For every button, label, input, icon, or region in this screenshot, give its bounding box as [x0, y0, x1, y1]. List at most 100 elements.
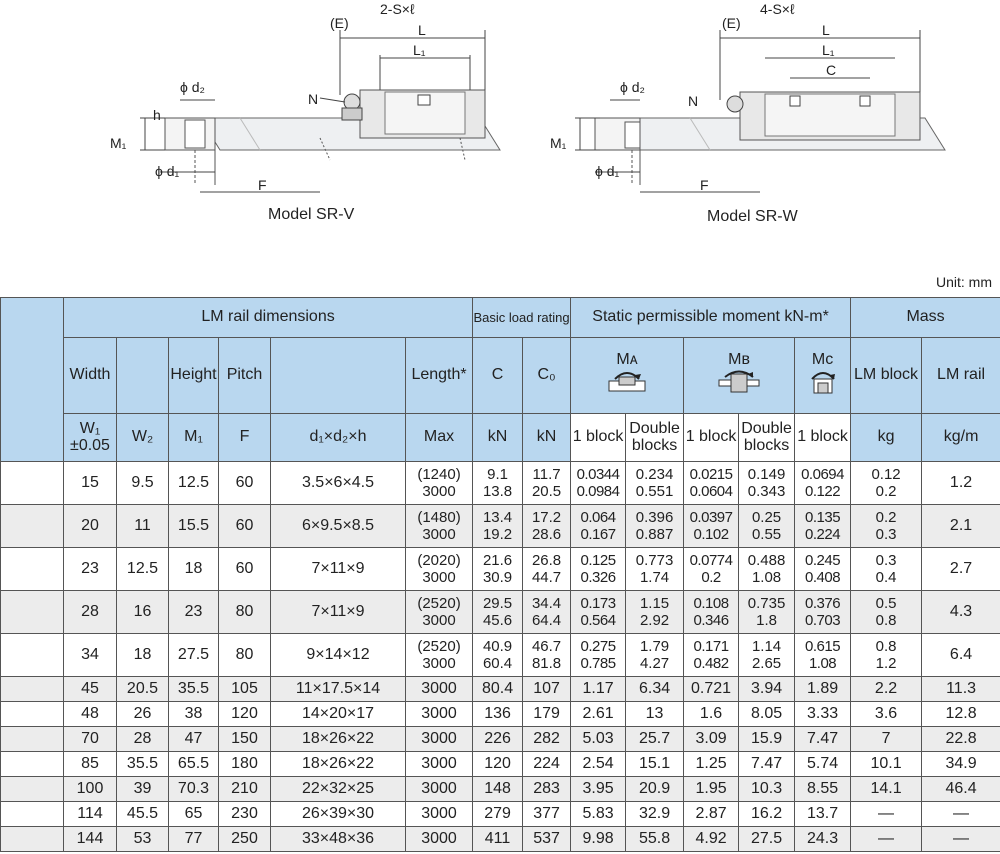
- cell-blk: —: [850, 801, 923, 827]
- cell-mb1-line: 0.0215: [689, 466, 733, 483]
- row-label-cell: [0, 751, 64, 777]
- label-m1-left: M₁: [110, 135, 127, 151]
- cell-rail: —: [921, 801, 1000, 827]
- cell-len-line: 3000: [422, 655, 456, 672]
- cell-ma1-line: 0.125: [580, 552, 617, 569]
- cell-mb2: 16.2: [738, 801, 796, 827]
- cell-f: 150: [218, 726, 271, 752]
- cell-mc-line: 0.376: [805, 595, 841, 612]
- cell-w2: 53: [116, 826, 169, 852]
- caption-sr-v: Model SR-V: [268, 206, 355, 223]
- cell-m1: 65.5: [168, 751, 219, 777]
- cell-ma2-line: 0.234: [635, 466, 674, 483]
- cell-mb1: 0.721: [683, 676, 740, 702]
- row-label-cell: [0, 801, 64, 827]
- cell-rail: 22.8: [921, 726, 1000, 752]
- cell-ma2: 55.8: [625, 826, 685, 852]
- label-s-right: 4-S×ℓ: [760, 1, 795, 17]
- cell-m1: 27.5: [168, 633, 219, 677]
- cell-rail: 12.8: [921, 701, 1000, 727]
- cell-len: 3000: [404, 801, 474, 827]
- cell-ma1-line: 0.326: [580, 569, 617, 586]
- cell-mb2-line: 0.735: [747, 595, 786, 612]
- cell-c0: 537: [522, 826, 572, 852]
- cell-ma2-line: 1.74: [639, 569, 670, 586]
- dxdxh-header: d₁×d₂×h: [270, 413, 406, 462]
- label-d2-right: ϕ d₂: [620, 79, 645, 95]
- cell-ma2-line: 0.551: [635, 483, 674, 500]
- cell-c: 120: [472, 751, 524, 777]
- cell-len: (2020)3000: [404, 547, 474, 591]
- cell-w2: 12.5: [116, 547, 169, 591]
- cell-blk-line: 0.2: [875, 483, 897, 500]
- cell-d: 14×20×17: [270, 701, 406, 727]
- row-label-cell: [0, 701, 64, 727]
- cell-c0-line: 17.2: [531, 509, 562, 526]
- cell-blk: 2.2: [850, 676, 923, 702]
- cell-w2: 11: [116, 504, 169, 548]
- cell-c0-line: 34.4: [531, 595, 562, 612]
- label-f-left: F: [258, 177, 267, 193]
- cell-m1: 18: [168, 547, 219, 591]
- lm-block-header: LM block: [850, 337, 923, 414]
- cell-f: 80: [218, 590, 271, 634]
- caption-sr-w: Model SR-W: [707, 208, 798, 225]
- mc-header: Mᴄ: [794, 337, 852, 414]
- cell-f: 105: [218, 676, 271, 702]
- row-label-cell: [0, 776, 64, 802]
- cell-c0-line: 28.6: [531, 526, 562, 543]
- cell-mc-line: 0.408: [805, 569, 841, 586]
- cell-mc-line: 0.245: [805, 552, 841, 569]
- cell-len: 3000: [404, 751, 474, 777]
- cell-c0-line: 20.5: [531, 483, 562, 500]
- cell-mb1-line: 0.171: [693, 638, 730, 655]
- cell-c0: 179: [522, 701, 572, 727]
- cell-d: 26×39×30: [270, 801, 406, 827]
- cell-w2: 16: [116, 590, 169, 634]
- model-drawings: (E) 2-S×ℓ L L₁ ϕ d₂ N h M₁ ϕ d₁ F (E): [110, 1, 946, 193]
- cell-mb2: 7.47: [738, 751, 796, 777]
- cell-m1: 38: [168, 701, 219, 727]
- cell-len: (2520)3000: [404, 590, 474, 634]
- cell-len-line: 3000: [422, 569, 456, 586]
- cell-mc: 1.89: [794, 676, 852, 702]
- cell-w2: 9.5: [116, 461, 169, 505]
- cell-m1: 15.5: [168, 504, 219, 548]
- lm-rail-header: LM rail dimensions: [62, 297, 474, 338]
- cell-m1: 35.5: [168, 676, 219, 702]
- mc-moment-icon: [810, 371, 835, 393]
- cell-mb1: 1.6: [683, 701, 740, 727]
- cell-ma1: 1.17: [570, 676, 627, 702]
- cell-mb2: 27.5: [738, 826, 796, 852]
- ma-double-blocks-header: Double blocks: [625, 413, 685, 462]
- cell-c-line: 45.6: [482, 612, 513, 629]
- cell-ma1: 9.98: [570, 826, 627, 852]
- cell-rail: —: [921, 826, 1000, 852]
- cell-c: 411: [472, 826, 524, 852]
- cell-ma1: 5.83: [570, 801, 627, 827]
- cell-len: 3000: [404, 676, 474, 702]
- label-d2-left: ϕ d₂: [180, 79, 205, 95]
- width-header: Width: [63, 337, 117, 414]
- cell-ma1: 2.61: [570, 701, 627, 727]
- cell-d: 3.5×6×4.5: [270, 461, 406, 505]
- cell-len-line: 3000: [422, 612, 456, 629]
